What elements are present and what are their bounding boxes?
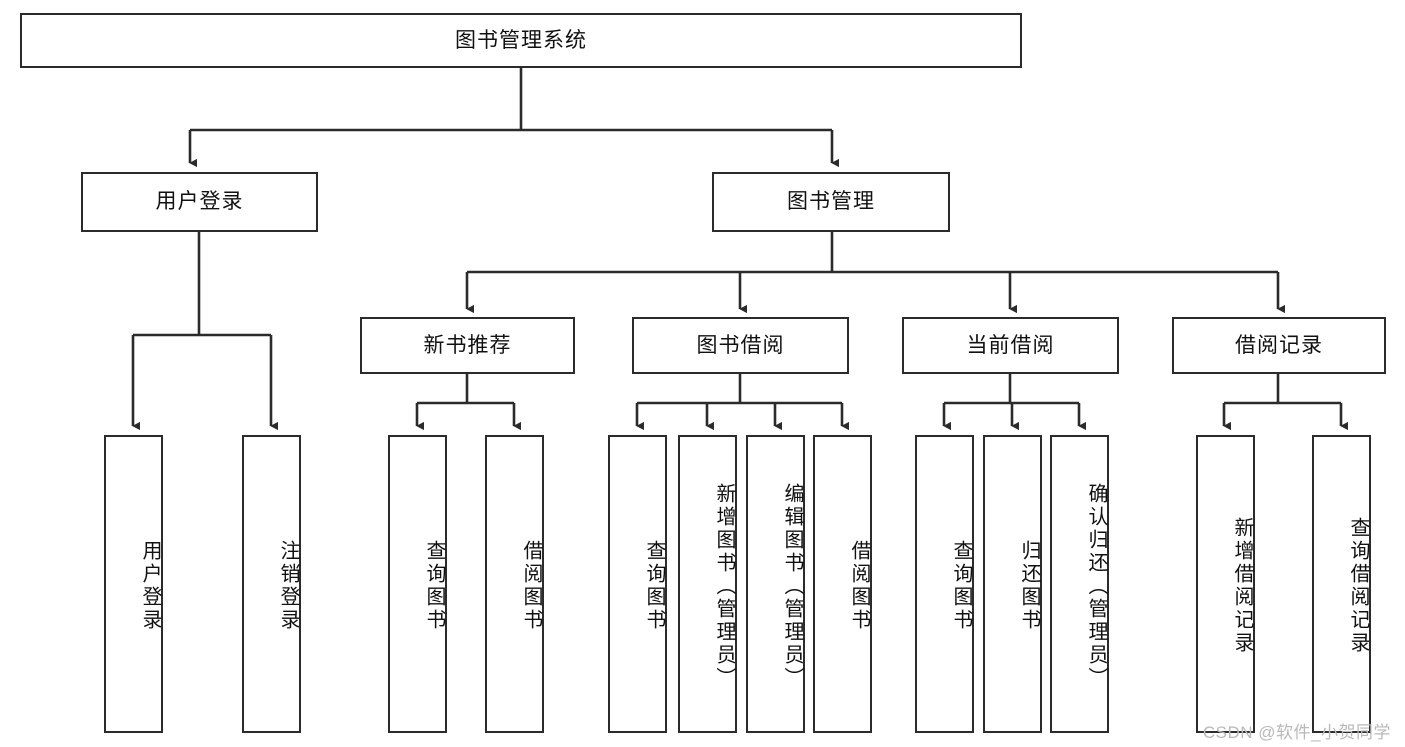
node-label: 查询图书: [643, 540, 665, 632]
node-leaf-return-book[interactable]: 归还图书: [983, 435, 1042, 733]
node-label: 编辑图书（管理员）: [781, 482, 803, 690]
node-label: 借阅记录: [1235, 333, 1323, 357]
node-borrow-record[interactable]: 借阅记录: [1172, 317, 1386, 374]
node-leaf-add-record[interactable]: 新增借阅记录: [1196, 435, 1255, 733]
node-book-borrow[interactable]: 图书借阅: [632, 317, 849, 374]
node-leaf-confirm-return[interactable]: 确认归还（管理员）: [1050, 435, 1109, 733]
node-book-management[interactable]: 图书管理: [712, 172, 950, 232]
watermark-text: CSDN @软件_小贺同学: [1202, 723, 1391, 742]
node-label: 新增图书（管理员）: [713, 482, 735, 690]
node-label: 查询图书: [423, 540, 445, 632]
node-leaf-query-book-3[interactable]: 查询图书: [915, 435, 974, 733]
node-leaf-query-book-2[interactable]: 查询图书: [608, 435, 667, 733]
node-label: 用户登录: [155, 190, 244, 214]
node-label: 借阅图书: [848, 540, 870, 632]
node-leaf-borrow-book-2[interactable]: 借阅图书: [813, 435, 872, 733]
node-leaf-query-book-1[interactable]: 查询图书: [388, 435, 447, 733]
node-label: 确认归还（管理员）: [1085, 482, 1107, 690]
node-label: 查询图书: [950, 540, 972, 632]
node-leaf-user-logout[interactable]: 注销登录: [242, 435, 301, 733]
node-label: 图书借阅: [696, 333, 785, 357]
node-label: 用户登录: [139, 540, 161, 632]
node-user-login[interactable]: 用户登录: [81, 172, 318, 232]
node-label: 图书管理: [787, 190, 875, 214]
node-label: 归还图书: [1018, 540, 1040, 632]
node-leaf-borrow-book-1[interactable]: 借阅图书: [485, 435, 544, 733]
node-leaf-user-login[interactable]: 用户登录: [104, 435, 163, 733]
node-label: 查询借阅记录: [1347, 517, 1369, 655]
node-label: 注销登录: [277, 540, 299, 632]
node-label: 新书推荐: [423, 333, 512, 357]
node-label: 当前借阅: [966, 333, 1055, 357]
node-leaf-query-record[interactable]: 查询借阅记录: [1312, 435, 1371, 733]
node-label: 图书管理系统: [455, 28, 587, 52]
node-label: 借阅图书: [520, 540, 542, 632]
node-current-borrow[interactable]: 当前借阅: [902, 317, 1119, 374]
node-label: 新增借阅记录: [1231, 517, 1253, 655]
node-leaf-add-book[interactable]: 新增图书（管理员）: [678, 435, 737, 733]
node-new-book-recommend[interactable]: 新书推荐: [360, 317, 575, 374]
node-book-management-system[interactable]: 图书管理系统: [20, 13, 1022, 68]
node-leaf-edit-book[interactable]: 编辑图书（管理员）: [746, 435, 805, 733]
